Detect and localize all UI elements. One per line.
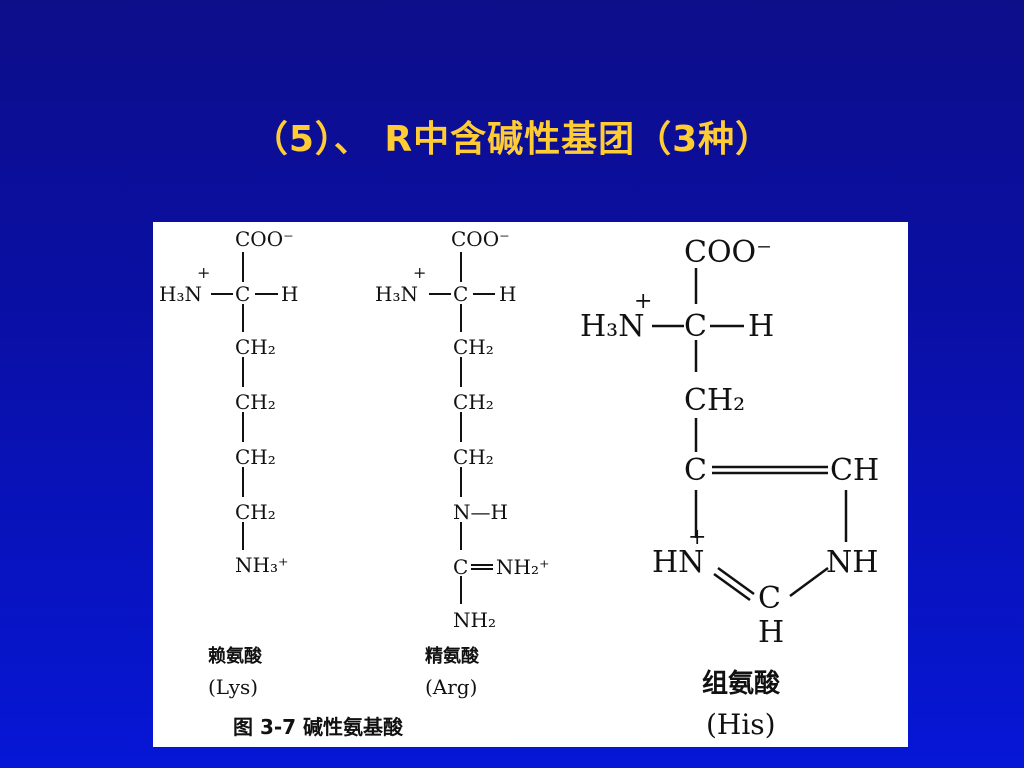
- his-svg: COO⁻ H₃N + C H CH₂ C CH + HN NH C H 组氨酸 …: [580, 235, 879, 741]
- arg-abbr: (Arg): [425, 675, 477, 699]
- lys-arg-svg: COO⁻ H₃N + C H CH₂ CH₂ CH₂ CH₂ NH₃⁺ 赖氨酸 …: [159, 227, 550, 739]
- lys-nh3: NH₃⁺: [235, 553, 289, 577]
- his-bonds: [652, 268, 848, 602]
- lys-name: 赖氨酸: [208, 645, 263, 667]
- arg-ch2-3: CH₂: [453, 445, 494, 469]
- his-name: 组氨酸: [702, 668, 781, 699]
- arg-nh2plus: NH₂⁺: [496, 555, 550, 579]
- arg-ch2-1: CH₂: [453, 335, 494, 359]
- arg-name: 精氨酸: [425, 645, 480, 667]
- arg-coo: COO⁻: [451, 227, 510, 251]
- his-nh: NH: [826, 545, 878, 580]
- slide-title: （5）、 R中含碱性基团（3种）: [251, 119, 773, 160]
- arg-h: H: [499, 282, 516, 306]
- arg-h3n: H₃N: [375, 282, 418, 306]
- arg-plus: +: [413, 263, 426, 282]
- his-coo: COO⁻: [684, 235, 772, 270]
- lys-plus: +: [197, 263, 210, 282]
- lys-abbr: (Lys): [208, 675, 258, 699]
- lys-ch2-4: CH₂: [235, 500, 276, 524]
- arg-nh: N—H: [453, 500, 508, 524]
- arg-c2: C: [453, 555, 468, 579]
- lys-ch2-2: CH₂: [235, 390, 276, 414]
- his-bottom-c: C: [758, 581, 781, 616]
- his-h3n: H₃N: [580, 309, 644, 344]
- his-ring-plus: +: [688, 525, 706, 550]
- lys-h: H: [281, 282, 298, 306]
- arg-bonds: [429, 252, 495, 604]
- lys-coo: COO⁻: [235, 227, 294, 251]
- his-ring-c: C: [684, 453, 707, 488]
- arg-alpha-c: C: [453, 282, 468, 306]
- his-abbr: (His): [706, 708, 776, 741]
- his-plus: +: [634, 289, 652, 314]
- his-h: H: [748, 309, 774, 344]
- arg-ch2-2: CH₂: [453, 390, 494, 414]
- his-hn: HN: [652, 545, 704, 580]
- his-bottom-h: H: [758, 615, 784, 650]
- his-ch: CH: [830, 453, 879, 488]
- lys-ch2-1: CH₂: [235, 335, 276, 359]
- his-ch2: CH₂: [684, 383, 745, 418]
- lys-bonds: [211, 252, 278, 550]
- lys-alpha-c: C: [235, 282, 250, 306]
- lys-arg-figure: COO⁻ H₃N + C H CH₂ CH₂ CH₂ CH₂ NH₃⁺ 赖氨酸 …: [153, 222, 560, 747]
- his-figure: COO⁻ H₃N + C H CH₂ C CH + HN NH C H 组氨酸 …: [560, 222, 908, 747]
- figure-caption: 图 3-7 碱性氨基酸: [233, 715, 404, 739]
- arg-nh2: NH₂: [453, 608, 496, 632]
- lys-ch2-3: CH₂: [235, 445, 276, 469]
- lys-h3n: H₃N: [159, 282, 202, 306]
- his-alpha-c: C: [684, 309, 707, 344]
